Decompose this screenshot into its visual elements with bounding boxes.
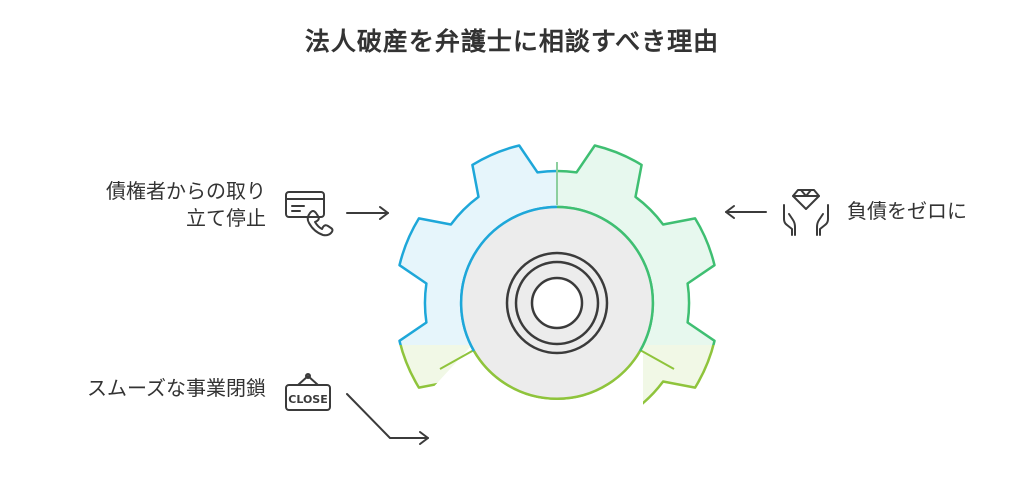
divider-left — [439, 349, 475, 370]
reason-smooth-closure-label: スムーズな事業閉鎖 — [87, 376, 266, 400]
reason-stop-collection-label: 債権者からの取り 立て停止 — [106, 178, 266, 232]
hub-arc-green — [556, 205, 655, 352]
diamond-in-hands-icon — [783, 189, 829, 236]
divider-right — [639, 349, 675, 370]
hub-center-hole — [530, 276, 584, 330]
arrow-zero-debt — [725, 205, 767, 219]
close-sign-icon: CLOSE — [285, 373, 331, 411]
gear-segment-blue — [398, 144, 557, 345]
hub-arc-blue — [459, 205, 558, 352]
credit-card-phone-icon — [285, 191, 334, 237]
reason-stop-collection-line1: 債権者からの取り — [106, 179, 266, 203]
arrow-stop-collection — [346, 206, 389, 220]
arrow-smooth-closure — [346, 393, 429, 445]
gear-segment-green — [557, 144, 716, 345]
hub-arc-lime — [472, 350, 642, 400]
reason-zero-debt-label: 負債をゼロに — [847, 199, 967, 223]
reason-stop-collection-line2: 立て停止 — [186, 206, 266, 230]
close-sign-text: CLOSE — [288, 393, 327, 406]
diagram-title: 法人破産を弁護士に相談すべき理由 — [304, 27, 720, 56]
